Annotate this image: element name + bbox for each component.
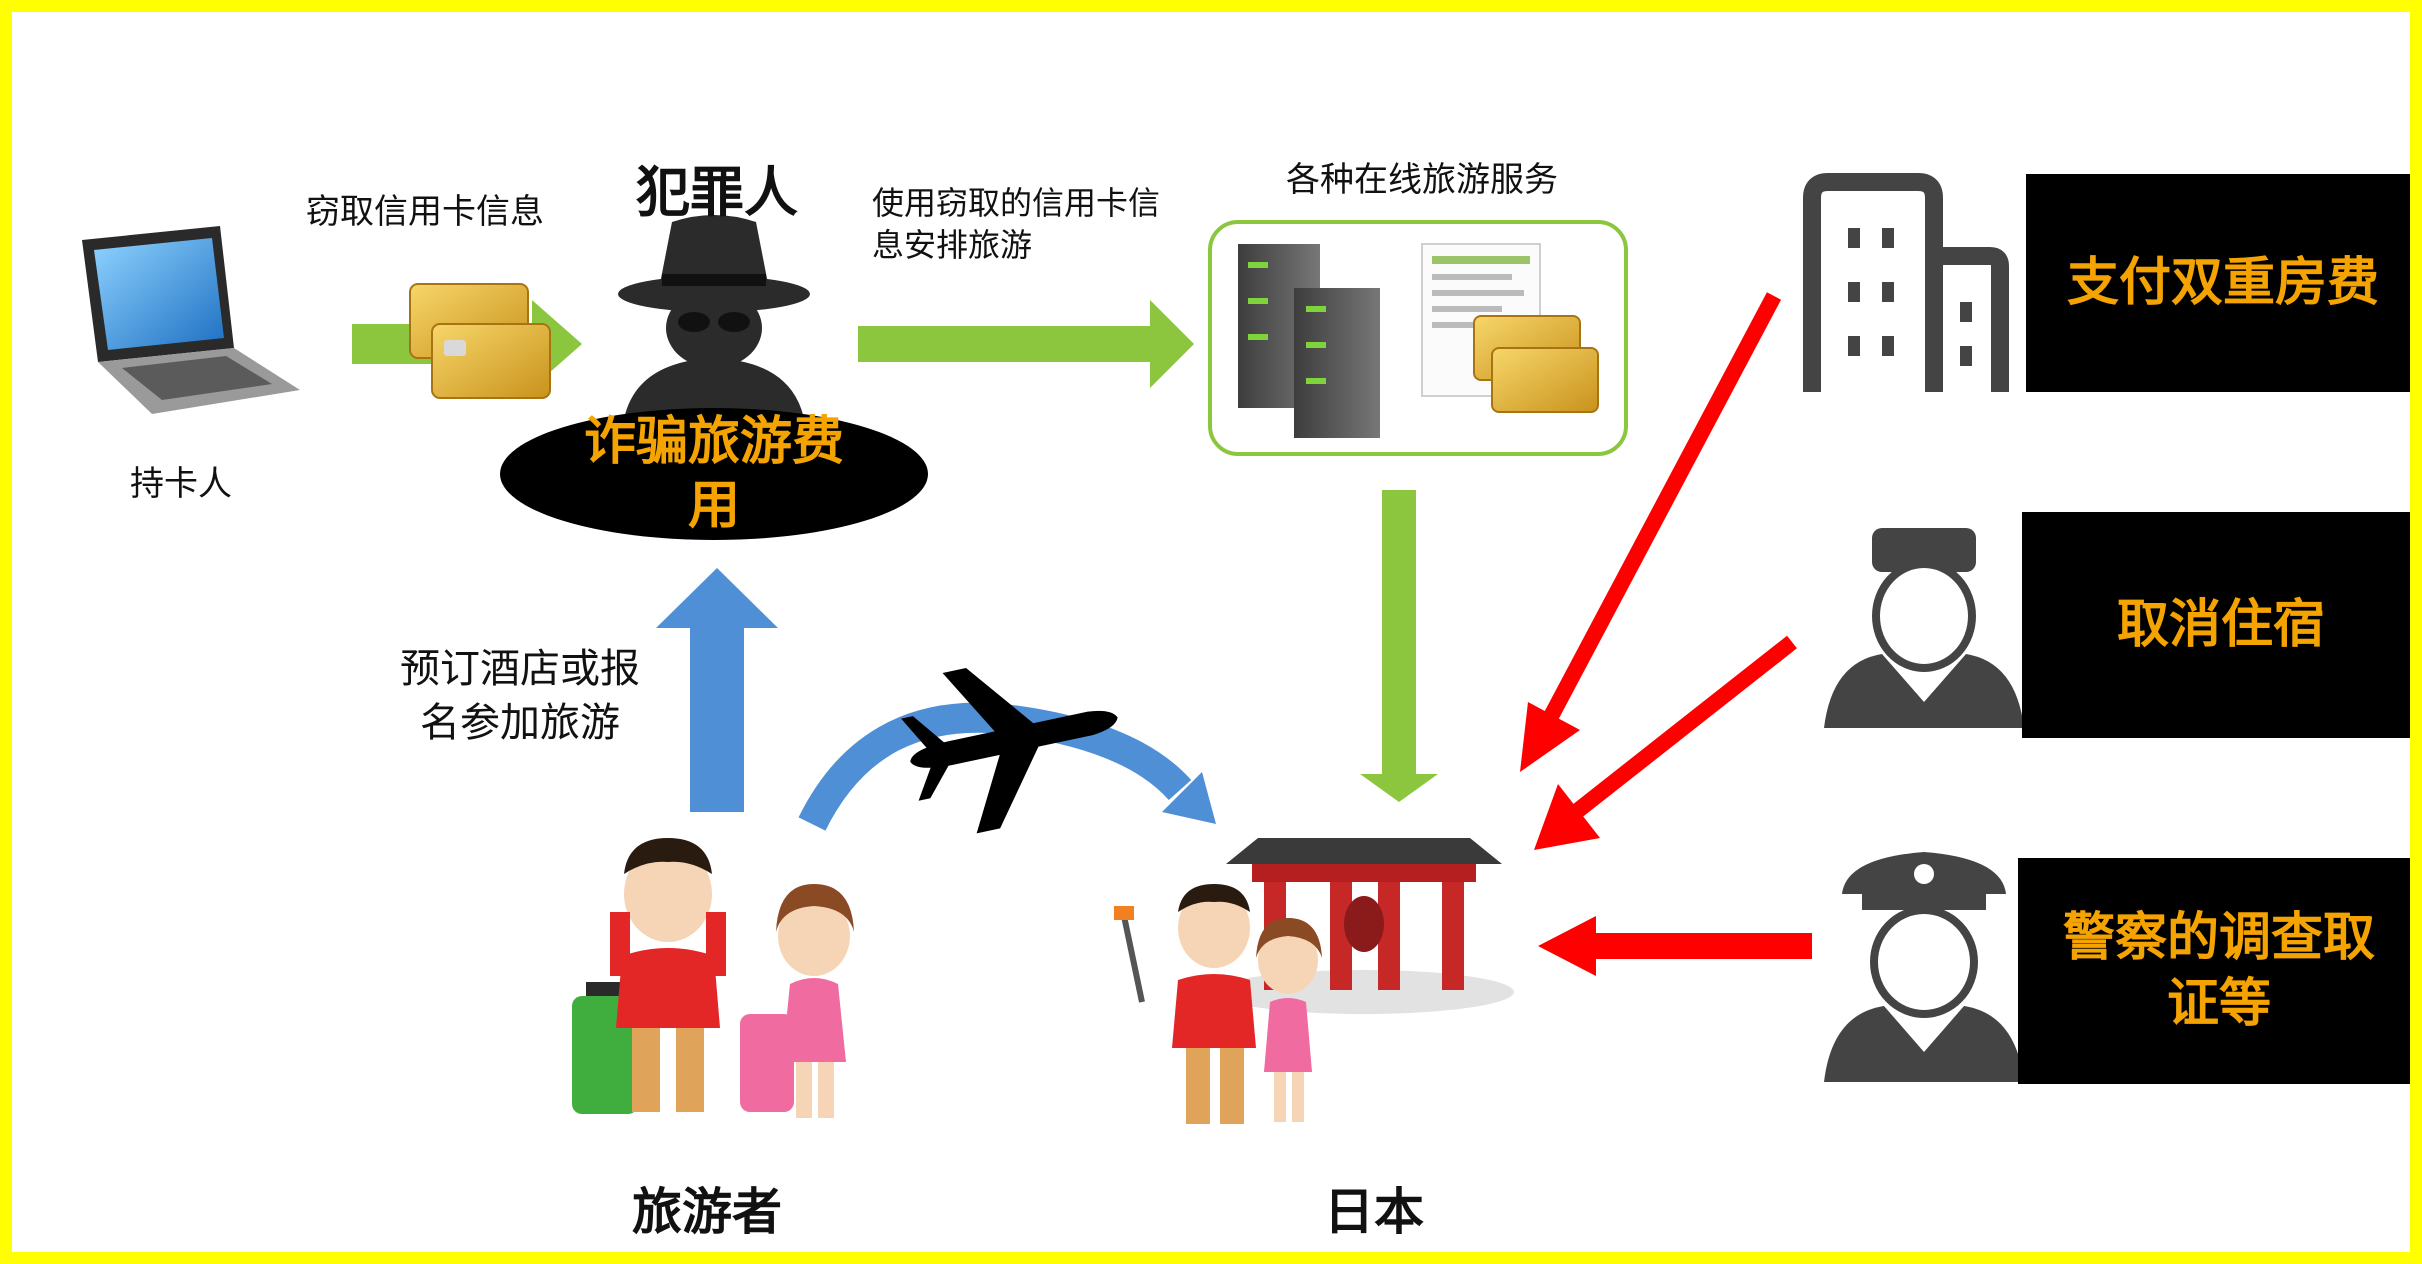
diagram-graphics — [82, 173, 2024, 1124]
online-services-box — [1208, 220, 1628, 456]
cardholder-label: 持卡人 — [130, 464, 232, 504]
red-arrow-building — [1540, 292, 1782, 726]
traveler-label: 旅游者 — [632, 1183, 782, 1241]
airplane-icon — [901, 667, 1118, 834]
server-icon — [1238, 244, 1380, 438]
hotel-staff-icon — [1824, 528, 2024, 728]
book-hotel-label: 预订酒店或报名参加旅游 — [400, 646, 640, 746]
japan-label: 日本 — [1324, 1183, 1424, 1241]
police-icon — [1824, 852, 2024, 1082]
police-panel: 警察的调查取证等 — [2018, 858, 2410, 1084]
temple-icon — [1214, 838, 1514, 1014]
credit-card-icon — [1473, 315, 1599, 413]
use-stolen-card-label: 使用窃取的信用卡信息安排旅游 — [872, 184, 1161, 264]
red-arrow-staff — [1571, 635, 1797, 819]
steal-card-info-label: 窃取信用卡信息 — [306, 192, 544, 232]
pay-double-text: 支付双重房费 — [2066, 253, 2379, 313]
fraud-ellipse — [500, 408, 928, 540]
building-icon — [1803, 173, 2009, 392]
criminal-label: 犯罪人 — [636, 161, 798, 224]
laptop-icon — [82, 226, 300, 414]
travelers-illustration — [572, 838, 854, 1118]
criminal-icon — [618, 215, 810, 432]
green-arrow-down — [1360, 490, 1438, 802]
cancel-stay-panel: 取消住宿 — [2022, 512, 2410, 738]
blue-arrow-up — [656, 568, 778, 812]
cancel-stay-text: 取消住宿 — [2116, 595, 2325, 655]
fraud-fee-label: 诈骗旅游费用 — [583, 412, 844, 536]
green-arrow-use-card — [858, 300, 1194, 388]
pay-double-panel: 支付双重房费 — [2026, 174, 2410, 392]
japan-travelers-illustration — [1114, 884, 1322, 1124]
online-services-label: 各种在线旅游服务 — [1286, 160, 1558, 200]
credit-card-icon — [409, 283, 551, 399]
police-text: 警察的调查取证等 — [2062, 908, 2375, 1034]
